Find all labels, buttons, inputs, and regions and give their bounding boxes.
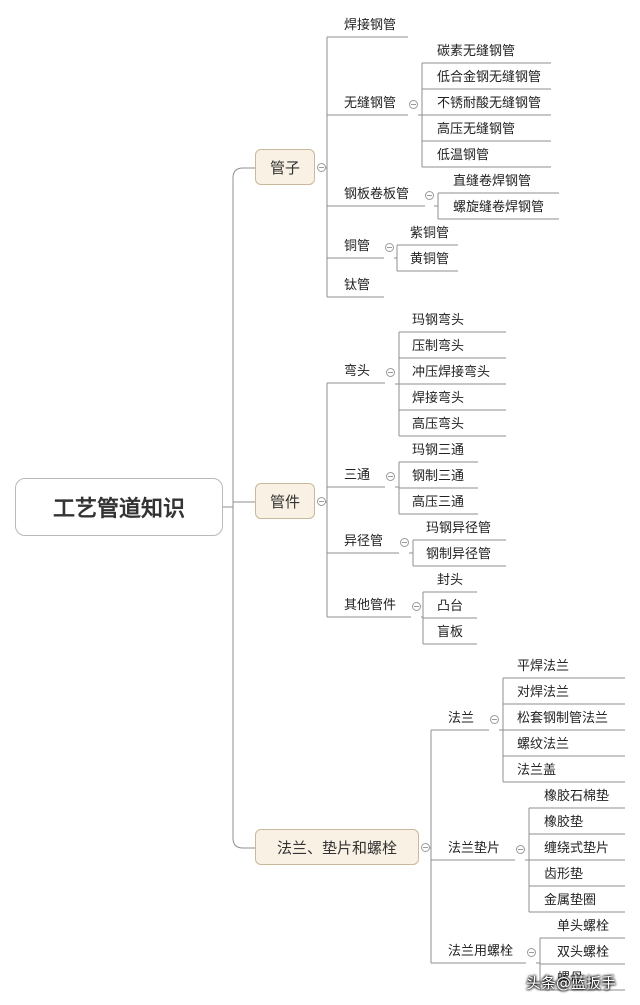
collapse-icon[interactable] xyxy=(386,472,395,481)
collapse-icon[interactable] xyxy=(386,368,395,377)
collapse-icon[interactable] xyxy=(317,497,326,506)
group-elbow[interactable]: 弯头 xyxy=(344,364,371,379)
group-other-fittings[interactable]: 其他管件 xyxy=(344,598,397,613)
leaf-malleable-tee[interactable]: 玛钢三通 xyxy=(412,443,465,458)
group-tee[interactable]: 三通 xyxy=(344,468,371,483)
leaf-low-temp-pipe[interactable]: 低温钢管 xyxy=(437,148,490,163)
leaf-red-copper-pipe[interactable]: 紫铜管 xyxy=(410,226,450,241)
leaf-steel-reducer[interactable]: 钢制异径管 xyxy=(426,547,492,562)
collapse-icon[interactable] xyxy=(527,948,536,957)
leaf-nut[interactable]: 螺母 xyxy=(557,971,584,986)
leaf-lap-joint-flange[interactable]: 松套钢制管法兰 xyxy=(517,711,609,726)
leaf-serrated-gasket[interactable]: 齿形垫 xyxy=(544,867,584,882)
collapse-icon[interactable] xyxy=(400,538,409,547)
leaf-steel-tee[interactable]: 钢制三通 xyxy=(412,469,465,484)
leaf-stainless-seamless[interactable]: 不锈耐酸无缝钢管 xyxy=(437,96,542,111)
group-copper-pipe[interactable]: 铜管 xyxy=(344,239,371,254)
group-flange-bolt[interactable]: 法兰用螺栓 xyxy=(448,944,514,959)
category-fittings[interactable]: 管件 xyxy=(255,483,315,519)
leaf-malleable-elbow[interactable]: 玛钢弯头 xyxy=(412,313,465,328)
collapse-icon[interactable] xyxy=(516,845,525,854)
leaf-boss[interactable]: 凸台 xyxy=(437,599,464,614)
leaf-high-pressure-elbow[interactable]: 高压弯头 xyxy=(412,417,465,432)
leaf-brass-pipe[interactable]: 黄铜管 xyxy=(410,252,450,267)
leaf-low-alloy-seamless[interactable]: 低合金钢无缝钢管 xyxy=(437,70,542,85)
watermark: 头条@蓝扳手 xyxy=(526,974,617,992)
leaf-stamped-welded-elbow[interactable]: 冲压焊接弯头 xyxy=(412,365,491,380)
leaf-straight-seam-pipe[interactable]: 直缝卷焊钢管 xyxy=(453,174,532,189)
leaf-weld-neck-flange[interactable]: 对焊法兰 xyxy=(517,685,570,700)
leaf-blind-flange[interactable]: 法兰盖 xyxy=(517,763,557,778)
collapse-icon[interactable] xyxy=(412,602,421,611)
group-flange-gasket[interactable]: 法兰垫片 xyxy=(448,841,501,856)
leaf-carbon-seamless[interactable]: 碳素无缝钢管 xyxy=(437,44,516,59)
leaf-slip-on-flange[interactable]: 平焊法兰 xyxy=(517,659,570,674)
leaf-spiral-wound-gasket[interactable]: 缠绕式垫片 xyxy=(544,841,610,856)
connector-line xyxy=(232,167,255,507)
leaf-high-pressure-seamless[interactable]: 高压无缝钢管 xyxy=(437,122,516,137)
collapse-icon[interactable] xyxy=(317,163,326,172)
leaf-single-end-bolt[interactable]: 单头螺栓 xyxy=(557,919,610,934)
leaf-spiral-seam-pipe[interactable]: 螺旋缝卷焊钢管 xyxy=(453,200,545,215)
collapse-icon[interactable] xyxy=(425,191,434,200)
leaf-high-pressure-tee[interactable]: 高压三通 xyxy=(412,495,465,510)
leaf-metal-washer[interactable]: 金属垫圈 xyxy=(544,893,597,908)
leaf-pressed-elbow[interactable]: 压制弯头 xyxy=(412,339,465,354)
leaf-rubber-asbestos-gasket[interactable]: 橡胶石棉垫 xyxy=(544,789,610,804)
collapse-icon[interactable] xyxy=(385,243,394,252)
leaf-welded-elbow[interactable]: 焊接弯头 xyxy=(412,391,465,406)
group-welded-steel-pipe[interactable]: 焊接钢管 xyxy=(344,18,397,33)
leaf-malleable-reducer[interactable]: 玛钢异径管 xyxy=(426,521,492,536)
group-reducer[interactable]: 异径管 xyxy=(344,534,384,549)
group-titanium-pipe[interactable]: 钛管 xyxy=(344,278,371,293)
leaf-threaded-flange[interactable]: 螺纹法兰 xyxy=(517,737,570,752)
collapse-icon[interactable] xyxy=(490,715,499,724)
collapse-icon[interactable] xyxy=(409,100,418,109)
collapse-icon[interactable] xyxy=(421,843,430,852)
leaf-rubber-gasket[interactable]: 橡胶垫 xyxy=(544,815,584,830)
group-seamless-steel-pipe[interactable]: 无缝钢管 xyxy=(344,96,397,111)
category-pipes[interactable]: 管子 xyxy=(255,149,315,185)
group-rolled-plate-pipe[interactable]: 钢板卷板管 xyxy=(344,187,410,202)
root-node[interactable]: 工艺管道知识 xyxy=(15,478,223,536)
leaf-stud-bolt[interactable]: 双头螺栓 xyxy=(557,945,610,960)
leaf-blind-plate[interactable]: 盲板 xyxy=(437,625,464,640)
leaf-head[interactable]: 封头 xyxy=(437,573,464,588)
group-flange[interactable]: 法兰 xyxy=(448,711,475,726)
category-flanges-gaskets-bolts[interactable]: 法兰、垫片和螺栓 xyxy=(255,829,419,865)
connector-line xyxy=(232,507,255,849)
